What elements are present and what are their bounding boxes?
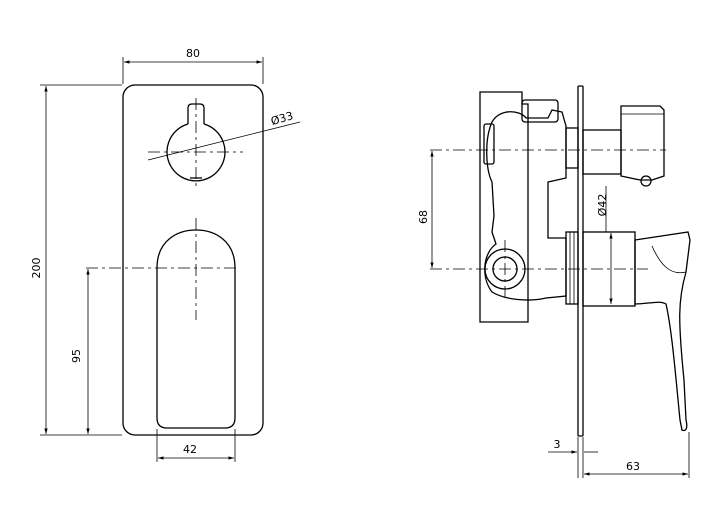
- upper-spindle: [565, 127, 579, 169]
- spout-diameter-label: Ø42: [596, 194, 609, 217]
- plate-thickness-label: 3: [554, 438, 561, 451]
- valve-body-outline: [484, 109, 567, 301]
- mixer-handle-outline: [156, 229, 236, 429]
- width-dimension-label: 80: [186, 47, 200, 60]
- front-view: 80 200 95 42 Ø33: [30, 47, 301, 462]
- cover-plate-side: [577, 85, 584, 437]
- mixer-lever: [582, 231, 691, 432]
- depth-dimension-label: 63: [626, 460, 640, 473]
- side-view: 68 Ø42 3 63: [417, 85, 691, 478]
- handle-height-dimension-label: 95: [70, 349, 83, 363]
- diverter-cap: [521, 99, 559, 123]
- height-dimension-label: 200: [30, 258, 43, 279]
- knob-diameter-leader: [147, 121, 301, 161]
- cover-plate-outline: [122, 84, 264, 436]
- mounting-box-outline: [479, 91, 529, 323]
- knob-diameter-label: Ø33: [269, 109, 294, 128]
- lower-spindle: [565, 231, 579, 305]
- handle-width-dimension-label: 42: [183, 443, 197, 456]
- center-distance-dimension-label: 68: [417, 210, 430, 224]
- diverter-handle: [582, 105, 665, 187]
- inlet-port-upper: [483, 123, 495, 165]
